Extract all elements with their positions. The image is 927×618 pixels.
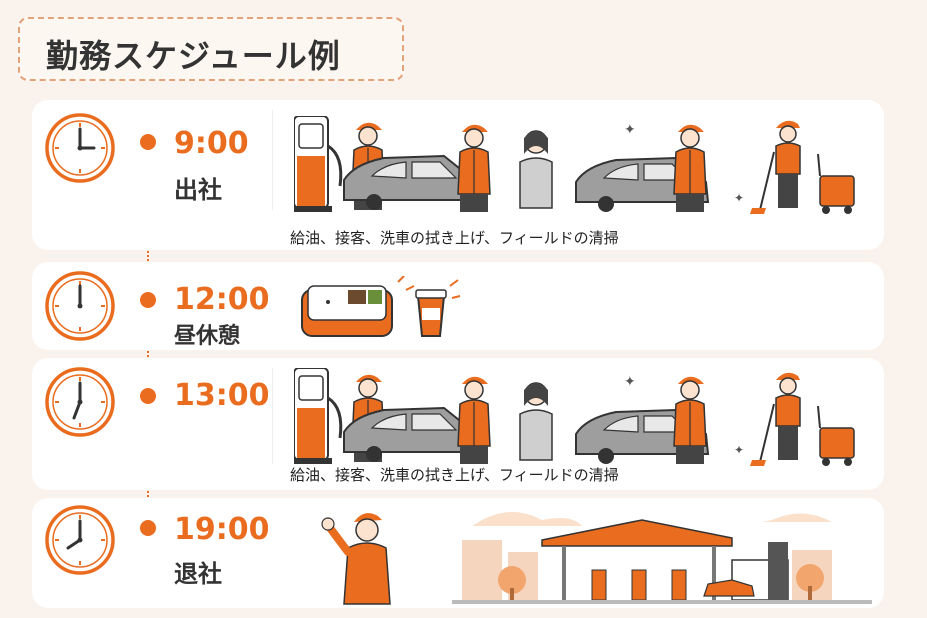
schedule-row-1: 9:00 出社 給油、接客、洗車の拭き上げ、フィールドの清掃 <box>32 100 884 250</box>
timeline-dot <box>140 292 156 308</box>
schedule-row-3: 13:00 給油、接客、洗車の拭き上げ、フィールドの清掃 <box>32 358 884 490</box>
timeline-dot <box>140 134 156 150</box>
schedule-label: 出社 <box>174 176 222 204</box>
schedule-time: 19:00 <box>174 512 270 547</box>
leaving-illustration <box>321 512 872 605</box>
title-box: 勤務スケジュール例 <box>18 17 404 81</box>
schedule-label: 退社 <box>174 560 222 588</box>
timeline-dot <box>140 388 156 404</box>
lunch-illustration <box>301 276 461 337</box>
clock-icon <box>45 271 115 341</box>
divider <box>272 368 273 464</box>
work-illustration <box>294 116 874 220</box>
schedule-label: 昼休憩 <box>174 324 241 349</box>
divider <box>272 110 273 210</box>
schedule-row-2: 12:00 昼休憩 <box>32 262 884 350</box>
schedule-time: 9:00 <box>174 126 249 161</box>
schedule-caption: 給油、接客、洗車の拭き上げ、フィールドの清掃 <box>290 466 619 484</box>
schedule-time: 13:00 <box>174 378 270 413</box>
clock-icon <box>45 505 115 575</box>
timeline-dot <box>140 520 156 536</box>
schedule-caption: 給油、接客、洗車の拭き上げ、フィールドの清掃 <box>290 229 619 247</box>
page-title: 勤務スケジュール例 <box>46 37 341 75</box>
schedule-row-4: 19:00 退社 <box>32 498 884 608</box>
clock-icon <box>45 113 115 183</box>
schedule-time: 12:00 <box>174 282 270 317</box>
work-illustration <box>294 368 874 472</box>
clock-icon <box>45 367 115 437</box>
